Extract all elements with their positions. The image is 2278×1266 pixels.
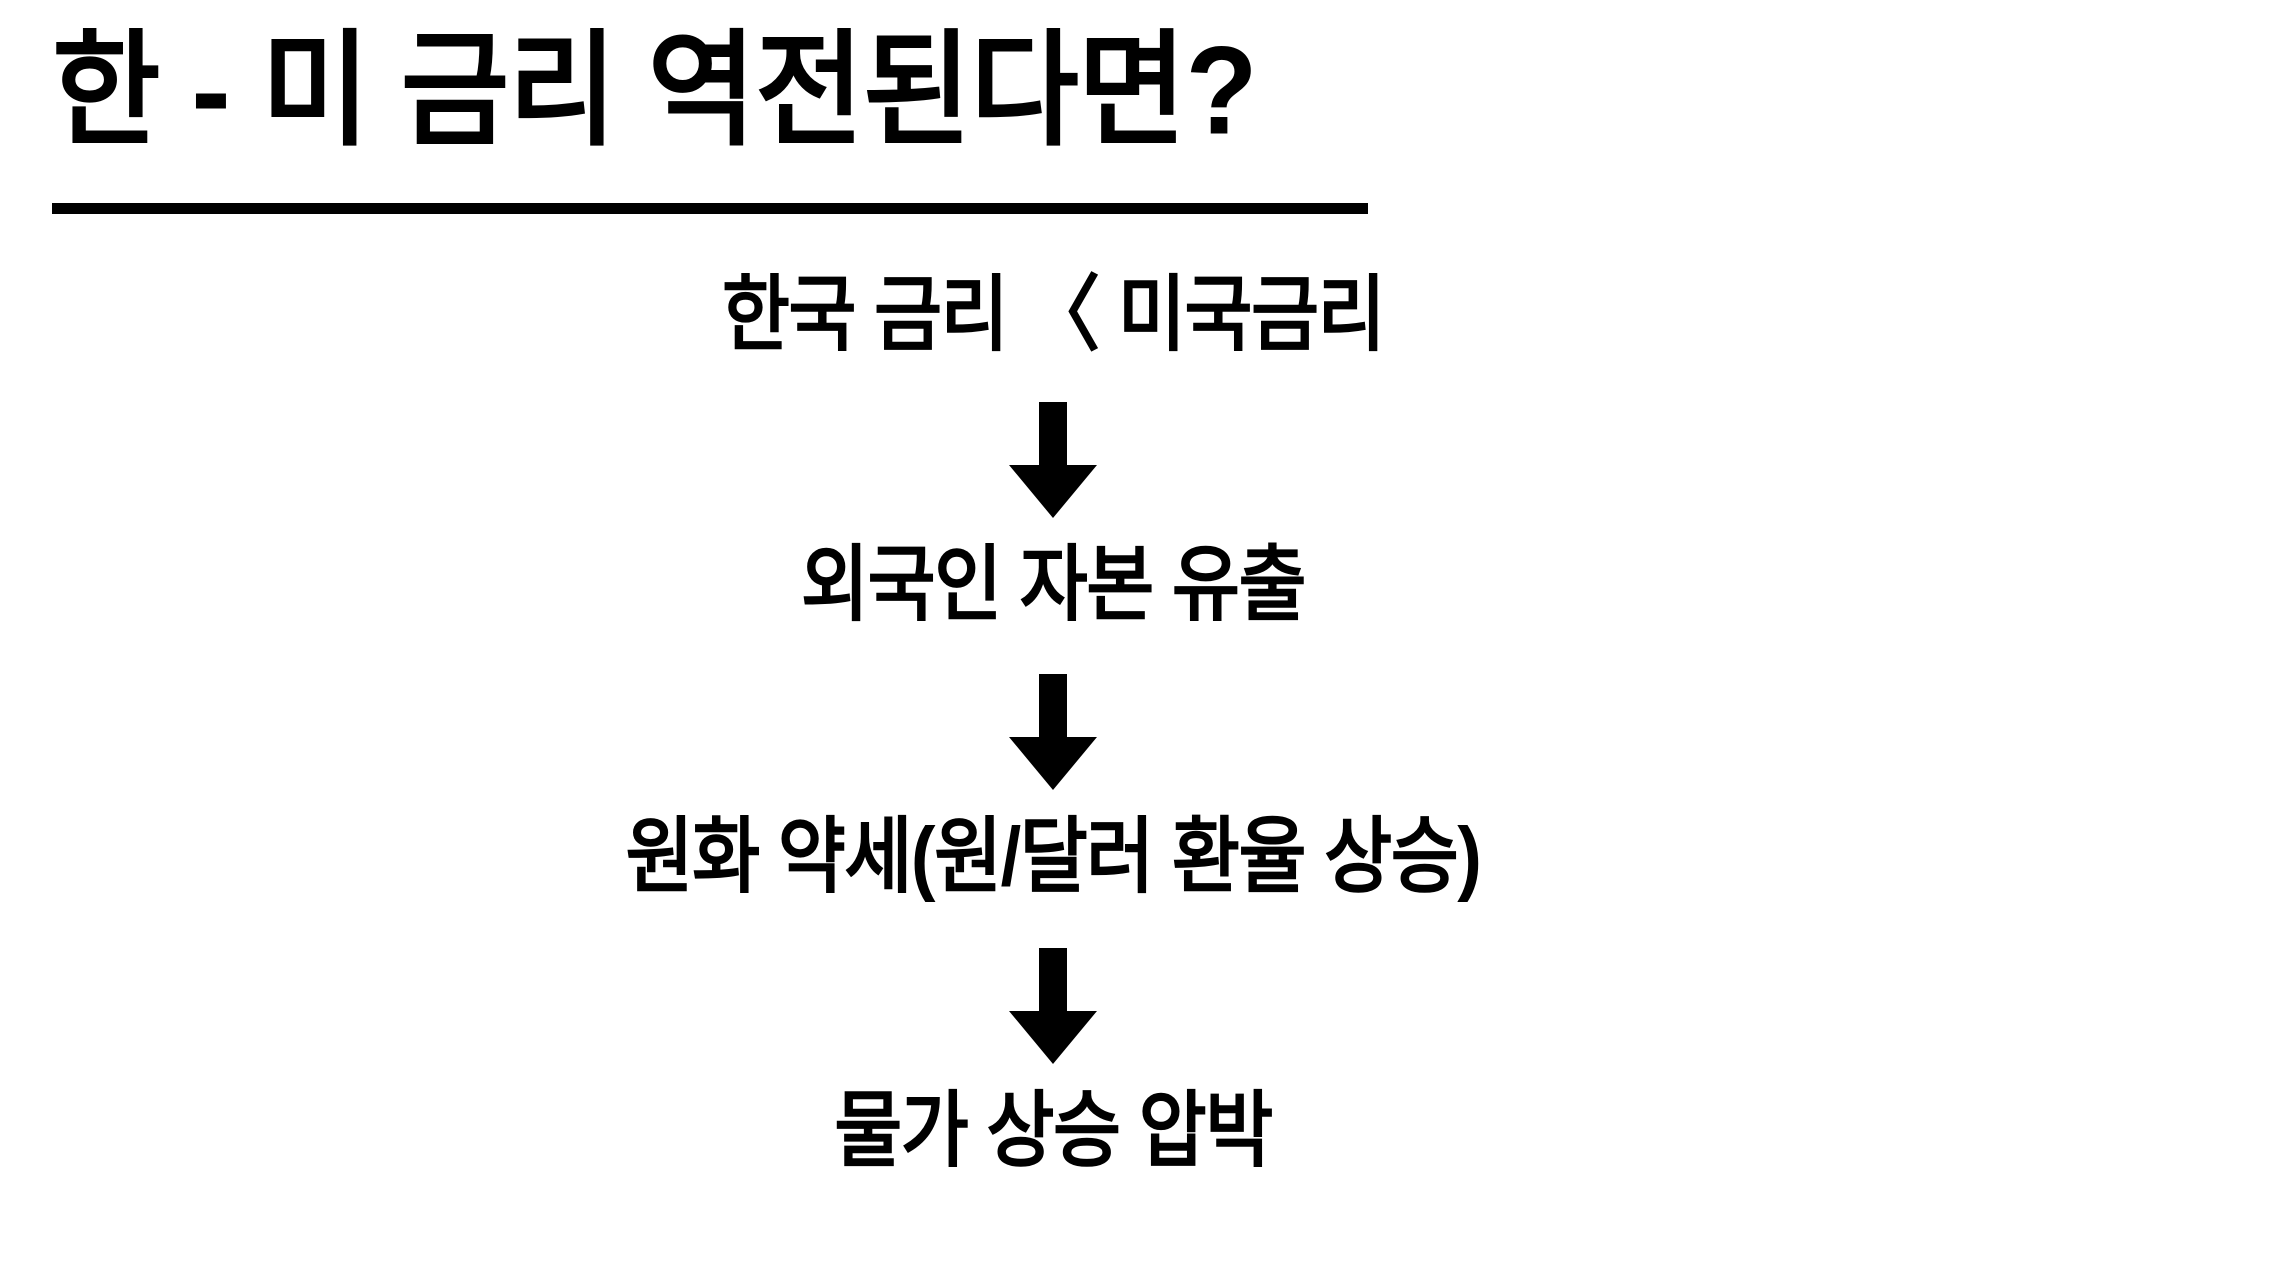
- arrow-down-icon: [1009, 674, 1097, 790]
- arrow-down-icon: [1009, 402, 1097, 518]
- flow-step-2: 외국인 자본 유출: [800, 537, 1307, 631]
- flow-step-1: 한국 금리 〈 미국금리: [721, 267, 1386, 361]
- arrow-down-icon: [1009, 948, 1097, 1064]
- causal-flowchart: 한국 금리 〈 미국금리 외국인 자본 유출 원화 약세(원/달러 환율 상승): [0, 268, 2278, 1178]
- title-underline-rule: [52, 203, 1368, 214]
- title-block: 한 - 미 금리 역전된다면?: [52, 18, 1452, 214]
- flowchart-column: 한국 금리 〈 미국금리 외국인 자본 유출 원화 약세(원/달러 환율 상승): [625, 268, 1482, 1178]
- flow-step-4: 물가 상승 압박: [834, 1083, 1273, 1177]
- flow-step-3: 원화 약세(원/달러 환율 상승): [625, 809, 1482, 903]
- page-title: 한 - 미 금리 역전된다면?: [52, 21, 1258, 162]
